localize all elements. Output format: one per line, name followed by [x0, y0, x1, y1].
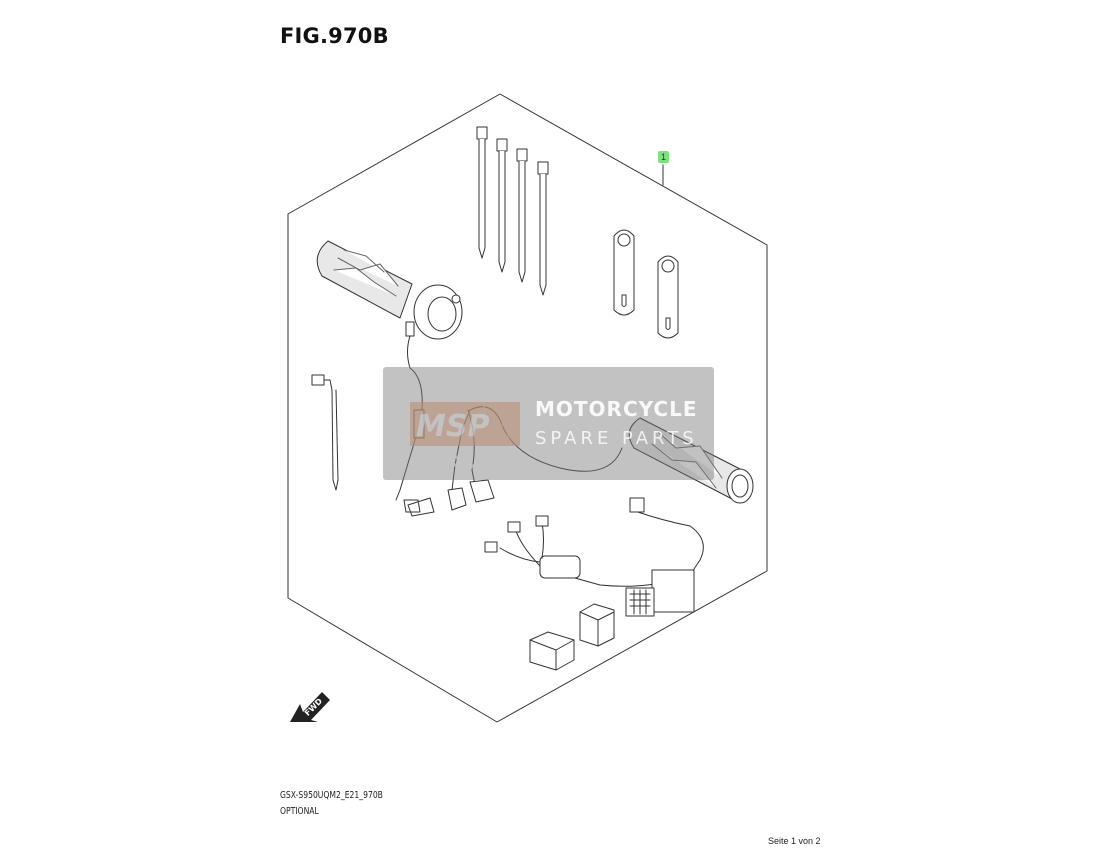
fwd-arrow-icon: FWD: [290, 692, 330, 722]
left-heated-grip: [316, 240, 463, 517]
page-indicator: Seite 1 von 2: [768, 836, 821, 846]
mounting-brackets: [613, 229, 679, 339]
watermark-line1: MOTORCYCLE: [535, 397, 698, 421]
watermark-logo: MSP: [410, 381, 520, 469]
figure-title: FIG.970B: [280, 24, 389, 48]
watermark-line2: SPARE PARTS: [535, 428, 698, 449]
loose-connectors: [529, 603, 615, 671]
wiring-harness: [484, 497, 704, 617]
watermark-logo-text: MSP: [416, 409, 489, 444]
diagram-category: OPTIONAL: [280, 806, 319, 817]
diagram-code: GSX-S950UQM2_E21_970B: [280, 790, 383, 801]
diagram-frame: [287, 93, 768, 723]
part-callout-1[interactable]: 1: [658, 151, 669, 163]
cable-ties: [476, 126, 549, 296]
watermark-band: [383, 367, 714, 480]
single-cable-tie: [311, 374, 339, 491]
